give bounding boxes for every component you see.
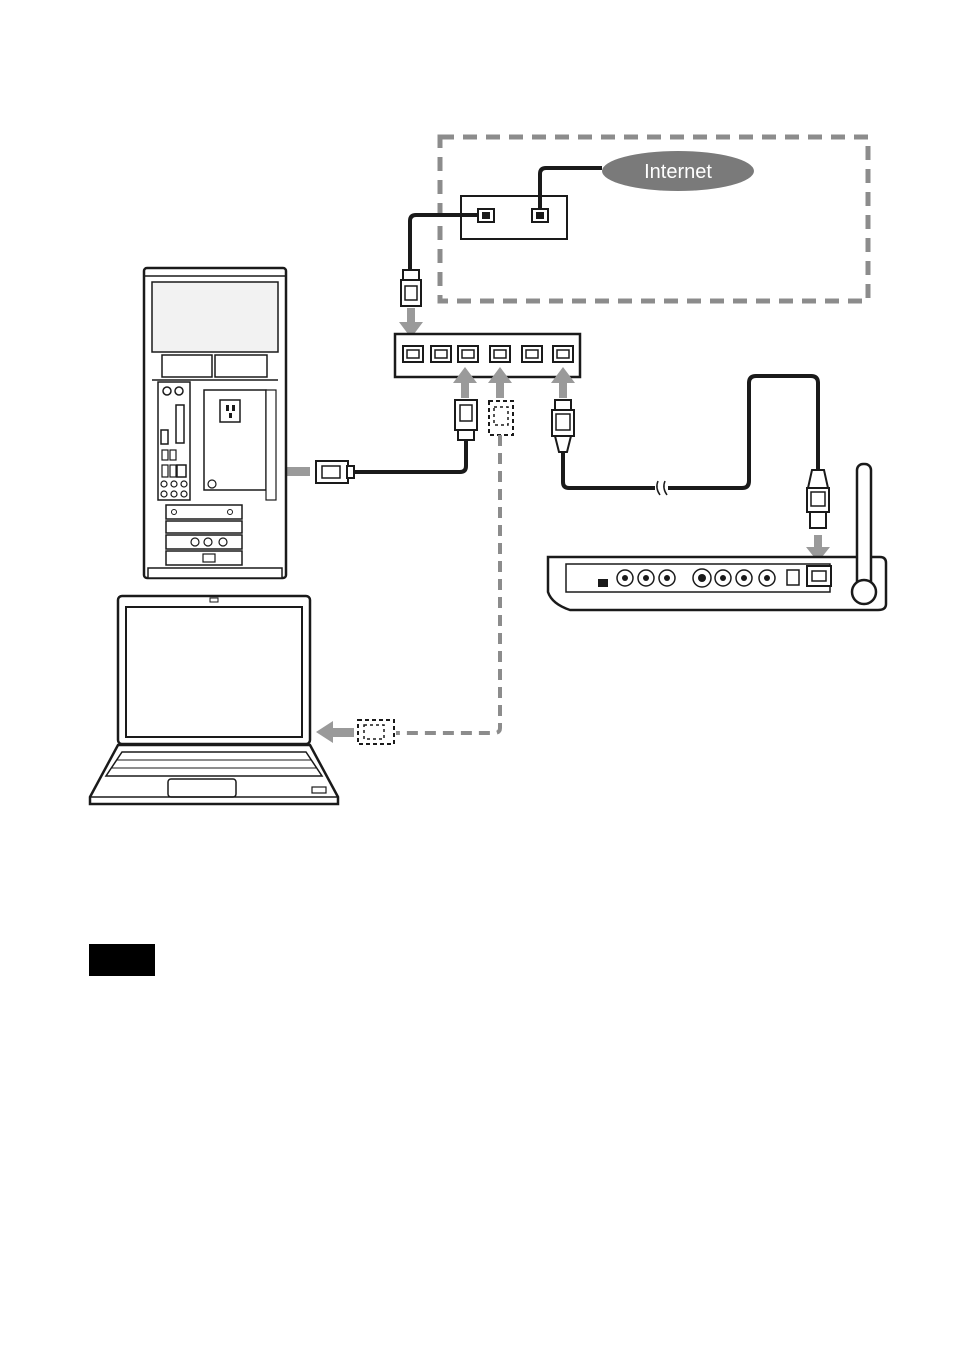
- wireless-base-station: [548, 464, 886, 610]
- pc-cable-hub-plug: [455, 400, 477, 440]
- pc-expansion-slot: [166, 551, 242, 565]
- pc-expansion-slot: [166, 505, 242, 519]
- hub-pc-cable: [352, 440, 466, 472]
- hub-port: [490, 346, 510, 362]
- hub-port: [403, 346, 423, 362]
- hub-station-cable: [563, 376, 818, 488]
- modem-cable-plug: [401, 270, 421, 306]
- pc-cable-plug: [316, 461, 354, 483]
- cable-break-mark: [657, 481, 667, 495]
- laptop-touchpad: [168, 779, 236, 797]
- hub-port: [431, 346, 451, 362]
- pc-io-panel: [158, 382, 190, 500]
- station-cable-hub-plug: [552, 400, 574, 452]
- hub-port: [458, 346, 478, 362]
- laptop-cable-plug: [358, 720, 394, 744]
- modem: [461, 196, 567, 239]
- arrow-left-to-laptop: [316, 721, 354, 743]
- hub: [395, 334, 580, 377]
- power-socket-icon: [220, 400, 240, 422]
- pc-expansion-slot: [166, 521, 242, 533]
- internet-cloud: Internet: [602, 151, 754, 191]
- station-antenna: [857, 464, 871, 594]
- note-badge: [89, 944, 155, 976]
- pc-top-panel: [152, 282, 278, 352]
- hub-port: [522, 346, 542, 362]
- laptop: [90, 596, 338, 804]
- hub-laptop-cable: [396, 435, 500, 733]
- hub-port: [553, 346, 573, 362]
- station-cable-plug: [807, 470, 829, 528]
- pc-lan-port: [177, 465, 186, 477]
- laptop-screen: [126, 607, 302, 737]
- desktop-pc: [144, 268, 286, 578]
- laptop-keyboard: [106, 752, 322, 776]
- station-lan-port: [807, 566, 831, 586]
- internet-label: Internet: [644, 161, 712, 183]
- laptop-cable-hub-plug: [489, 401, 513, 435]
